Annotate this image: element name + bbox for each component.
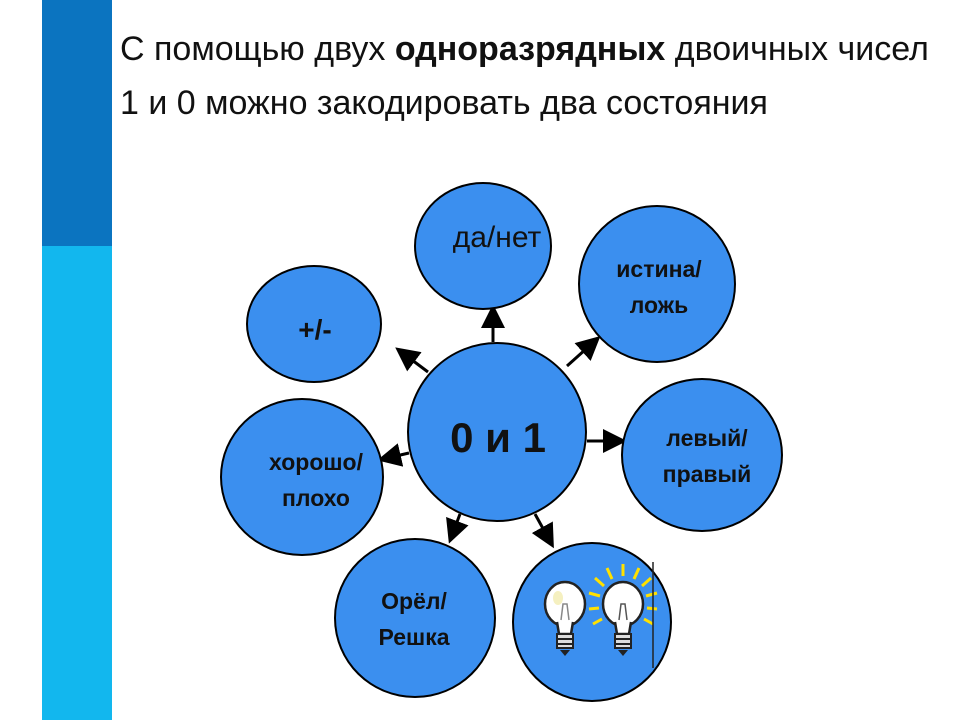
sidebar-accent-light bbox=[42, 246, 112, 720]
arrow-to-heads-tails bbox=[446, 513, 469, 544]
node-left-right-line1: левый/ bbox=[666, 425, 748, 451]
node-truth-label: истина/ ложь bbox=[616, 251, 701, 323]
node-left-right-label: левый/ правый bbox=[663, 420, 752, 492]
heading-text-start: С помощью двух bbox=[120, 30, 395, 68]
node-left-right-line2: правый bbox=[662, 461, 752, 487]
heading-text-end: двоичных чисел 1 и 0 можно закодировать … bbox=[120, 30, 929, 122]
arrow-to-good-bad bbox=[377, 443, 410, 467]
node-center-label: 0 и 1 bbox=[450, 414, 546, 461]
node-heads-tails-line1: Орёл/ bbox=[381, 588, 447, 614]
node-yes-no-label: да/нет bbox=[452, 221, 542, 254]
node-truth-line2: ложь bbox=[629, 292, 689, 318]
slide-heading: С помощью двух одноразрядных двоичных чи… bbox=[120, 22, 940, 130]
lightbulb-off-on-icon bbox=[543, 562, 658, 668]
node-yes-no bbox=[414, 182, 552, 310]
arrow-to-plus-minus bbox=[395, 347, 429, 374]
heading-text-bold: одноразрядных bbox=[394, 30, 666, 68]
node-left-right bbox=[621, 378, 783, 532]
node-good-bad-line1: хорошо/ bbox=[269, 449, 363, 475]
node-heads-tails bbox=[334, 538, 496, 698]
node-truth-line1: истина/ bbox=[616, 256, 702, 282]
sidebar-accent-dark bbox=[42, 0, 112, 246]
node-center bbox=[407, 342, 587, 522]
node-good-bad-label: хорошо/ плохо bbox=[269, 444, 363, 516]
node-bulbs bbox=[512, 542, 672, 702]
arrow-to-bulbs bbox=[531, 513, 554, 549]
arrow-to-truth bbox=[565, 335, 601, 368]
node-heads-tails-line2: Решка bbox=[378, 624, 450, 650]
node-good-bad-line2: плохо bbox=[282, 485, 350, 511]
lightbulb-on-icon bbox=[588, 562, 658, 668]
node-heads-tails-label: Орёл/ Решка bbox=[378, 583, 449, 655]
node-plus-minus bbox=[246, 265, 382, 383]
lightbulb-off-icon bbox=[543, 580, 587, 656]
node-truth bbox=[578, 205, 736, 363]
node-plus-minus-label: +/- bbox=[298, 314, 332, 345]
node-good-bad bbox=[220, 398, 384, 556]
